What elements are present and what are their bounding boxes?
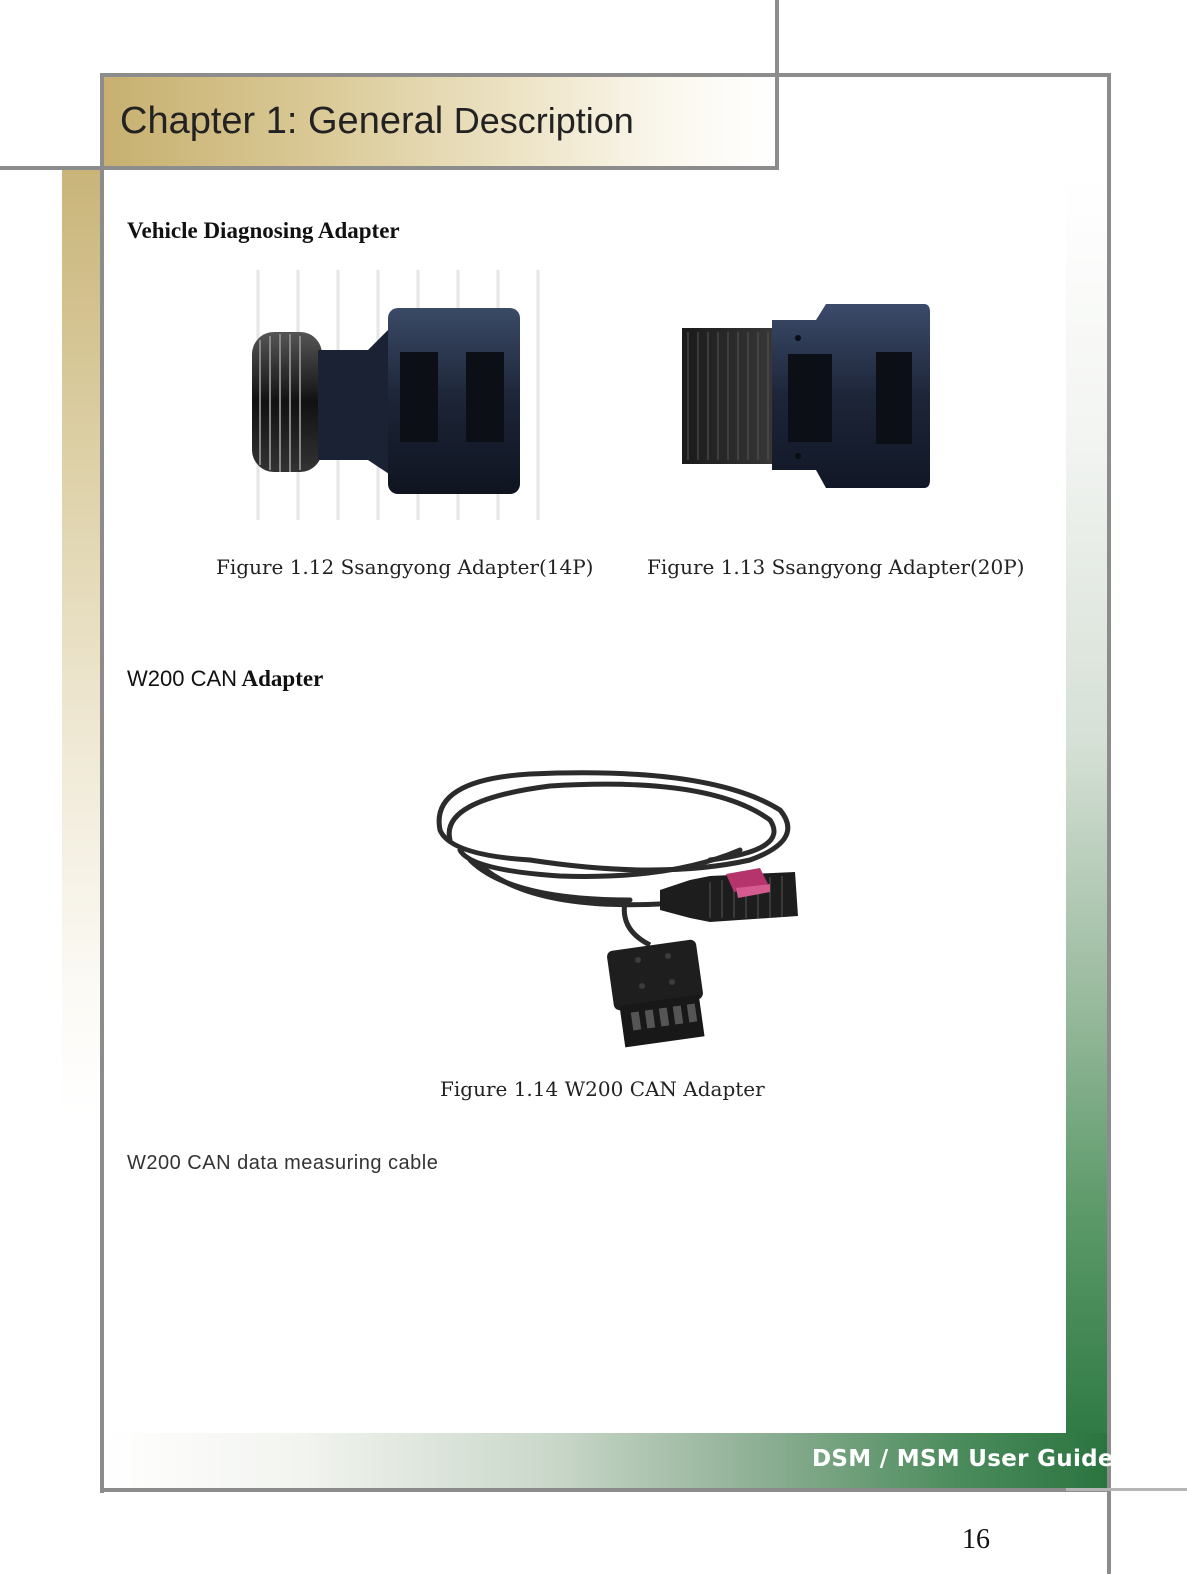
frame-bottom-line [100, 1488, 1111, 1492]
left-gold-gradient-band [62, 170, 103, 1115]
w200-adapter-heading: W200 CAN Adapter [127, 666, 323, 692]
header-gradient-band [104, 77, 776, 167]
vehicle-adapter-heading: Vehicle Diagnosing Adapter [127, 218, 400, 243]
footer-right-extension-line [1066, 1488, 1187, 1491]
footer-gradient-band [103, 1433, 1108, 1488]
figure-1-13-caption: Figure 1.13 Ssangyong Adapter(20P) [647, 555, 1025, 579]
w200-heading-prefix: W200 CAN [127, 666, 238, 691]
chapter-title: Chapter 1: General Description [120, 100, 634, 143]
footer-guide-title: DSM / MSM User Guide [812, 1446, 1114, 1472]
w200-heading-suffix: Adapter [241, 666, 324, 691]
chapter-title-main: Chapter 1: General [120, 100, 444, 142]
figure-1-14-caption: Figure 1.14 W200 CAN Adapter [440, 1077, 765, 1101]
right-green-gradient-band [1066, 175, 1108, 1435]
ssangyong-adapter-14p-image [252, 270, 540, 520]
frame-left-line [100, 73, 104, 1493]
w200-can-adapter-image [436, 770, 798, 1048]
frame-right-line [1107, 73, 1111, 1574]
w200-description-text: W200 CAN data measuring cable [127, 1152, 439, 1174]
ssangyong-adapter-20p-image [682, 304, 930, 488]
chapter-title-suffix: Description [453, 100, 634, 141]
frame-top-line [101, 73, 1111, 77]
header-vertical-line [775, 0, 779, 170]
figure-1-12-caption: Figure 1.12 Ssangyong Adapter(14P) [216, 555, 594, 579]
page-number: 16 [962, 1524, 990, 1555]
header-bottom-line [0, 166, 779, 170]
